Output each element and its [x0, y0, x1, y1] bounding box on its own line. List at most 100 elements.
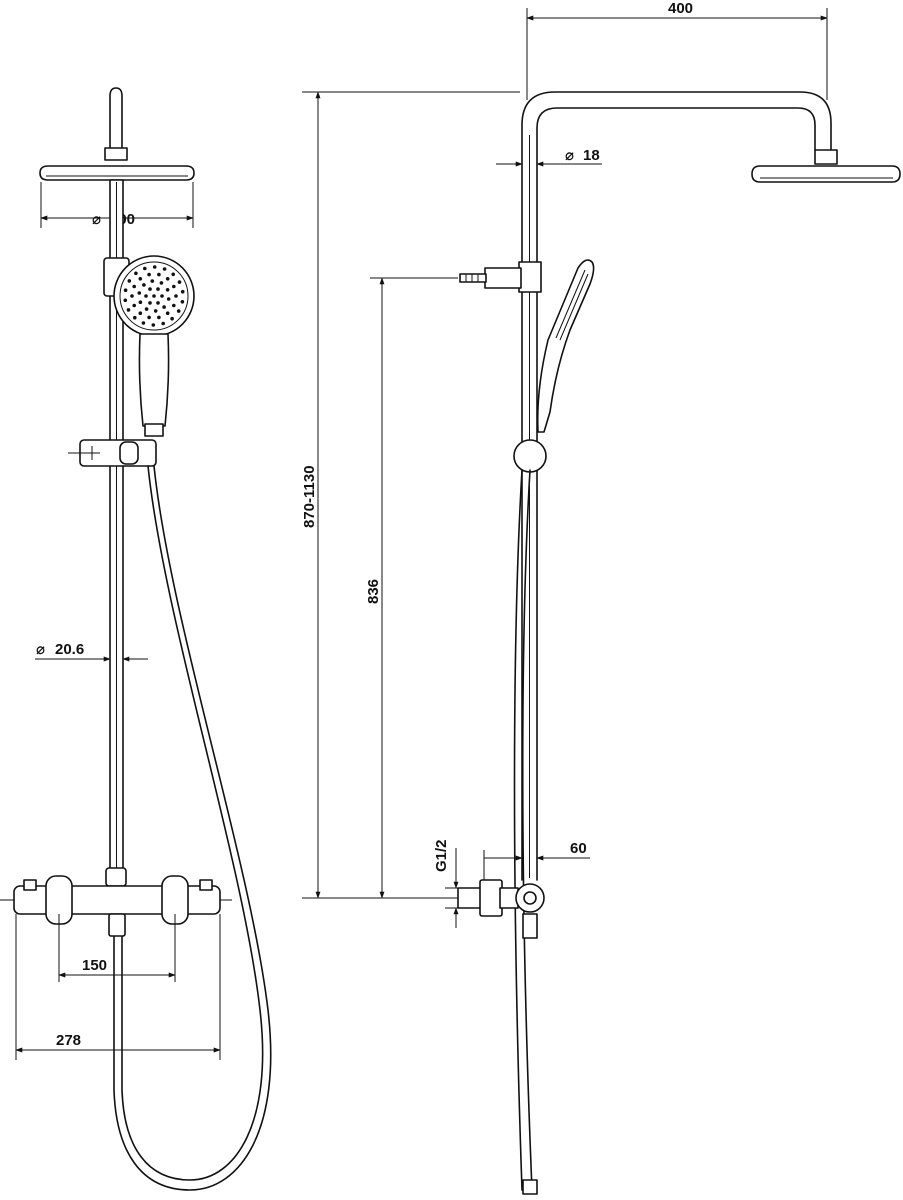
spray-nozzles	[123, 265, 185, 327]
wall-offset-dimension: 60	[483, 840, 590, 880]
spray-nozzle	[130, 294, 134, 298]
spray-nozzle	[143, 266, 147, 271]
spray-nozzle	[138, 300, 143, 305]
side-hose-end	[522, 1179, 538, 1195]
rail-bottom-connector	[105, 867, 127, 887]
spray-nozzle	[132, 284, 136, 289]
spray-nozzle	[137, 291, 142, 295]
upper-wall-bracket-arm	[484, 267, 522, 289]
spray-nozzle	[127, 279, 132, 283]
spray-nozzle	[152, 294, 156, 298]
spray-nozzle	[148, 287, 152, 291]
arm-diameter-label: 18	[583, 147, 600, 164]
left-end-cap	[23, 879, 37, 891]
hand-shower-side	[536, 259, 595, 433]
right-end-cap	[199, 879, 213, 891]
total-height-dimension: 870-1130	[301, 91, 520, 899]
rain-shower-head-side	[751, 165, 901, 183]
spray-nozzle	[156, 301, 160, 305]
spray-nozzle	[150, 279, 155, 283]
spray-nozzle	[144, 307, 149, 311]
arm-projection-label: 400	[668, 0, 693, 17]
spray-nozzle	[165, 277, 170, 281]
spray-nozzle	[165, 311, 170, 316]
spray-nozzle	[132, 303, 136, 308]
spray-nozzle	[166, 297, 171, 301]
spray-nozzle	[138, 311, 143, 316]
hand-shower-handle	[138, 333, 170, 427]
total-height-label: 870-1130	[301, 465, 318, 528]
side-view: 400 ⌀ 18	[301, 0, 901, 1195]
spray-nozzle	[138, 277, 143, 281]
spray-nozzle	[123, 298, 128, 303]
centers-label: 150	[82, 957, 107, 974]
diameter-symbol: ⌀	[92, 211, 101, 228]
thermostatic-valve-body	[13, 885, 221, 915]
side-hose-outer	[513, 469, 523, 1191]
rail-diameter-label: 20.6	[55, 641, 84, 658]
spray-nozzle	[157, 272, 161, 277]
wall-offset-label: 60	[570, 840, 587, 857]
holder-height-dimension: 836	[365, 277, 458, 899]
spray-nozzle	[147, 272, 151, 277]
shower-hose-inner	[121, 465, 264, 1181]
width-label: 278	[56, 1032, 81, 1049]
upper-wall-bracket-plug	[459, 273, 487, 283]
spray-nozzle	[133, 315, 137, 320]
shower-arm-inner	[536, 107, 816, 881]
handle-collar	[144, 423, 164, 437]
shower-arm-outer	[521, 91, 832, 881]
valve-wall-nut	[479, 879, 503, 917]
rain-shower-head	[39, 165, 195, 181]
shower-head-swivel	[814, 149, 838, 165]
inlet-thread-label: G1/2	[433, 839, 450, 872]
spray-nozzle	[176, 309, 181, 313]
spray-nozzle	[123, 288, 128, 293]
spray-nozzle	[177, 280, 182, 284]
spray-nozzle	[160, 294, 164, 298]
spray-nozzle	[153, 309, 158, 313]
spray-nozzle	[162, 267, 167, 271]
side-hose-inner	[521, 469, 533, 1191]
rail-diameter-dimension: ⌀ 20.6	[35, 641, 148, 662]
holder-height-label: 836	[365, 579, 382, 604]
side-slider-holder	[513, 439, 547, 473]
arm-projection-dimension: 400	[526, 0, 828, 100]
slider-knob	[119, 441, 139, 465]
diameter-symbol: ⌀	[36, 641, 45, 658]
spray-nozzle	[126, 308, 131, 312]
valve-side-knob	[523, 891, 537, 905]
spray-nozzle	[162, 305, 166, 309]
valve-side-outlet	[522, 913, 538, 939]
spray-nozzle	[157, 315, 161, 320]
spray-nozzle	[134, 271, 138, 276]
head-swivel-nut	[104, 147, 128, 161]
spray-nozzle	[142, 283, 146, 287]
centers-dimension: 150	[58, 914, 176, 982]
arm-diameter-dimension: ⌀ 18	[496, 147, 602, 167]
inlet-thread-dimension: G1/2	[433, 839, 470, 928]
upper-wall-bracket-clamp	[518, 261, 542, 293]
spray-nozzle	[174, 294, 178, 298]
shower-hose-outer	[113, 465, 272, 1191]
spray-nozzle	[152, 265, 157, 269]
front-view: ⌀ 200 ⌀ 20.6	[0, 87, 272, 1191]
spray-nozzle	[151, 323, 156, 327]
spray-nozzle	[144, 294, 148, 298]
spray-nozzle	[147, 315, 151, 320]
diameter-symbol: ⌀	[565, 147, 574, 164]
hand-shower-face	[119, 261, 189, 331]
spray-nozzle	[141, 321, 146, 325]
spray-nozzle	[165, 288, 170, 292]
spray-nozzle	[180, 300, 185, 304]
spray-nozzle	[170, 316, 174, 321]
spray-nozzle	[180, 289, 185, 294]
spray-nozzle	[172, 284, 176, 289]
spray-nozzle	[159, 281, 164, 285]
spray-nozzle	[171, 272, 175, 277]
width-dimension: 278	[15, 914, 221, 1060]
spray-nozzle	[172, 303, 176, 308]
head-inlet-pipe	[109, 87, 123, 151]
spray-nozzle	[148, 301, 152, 305]
